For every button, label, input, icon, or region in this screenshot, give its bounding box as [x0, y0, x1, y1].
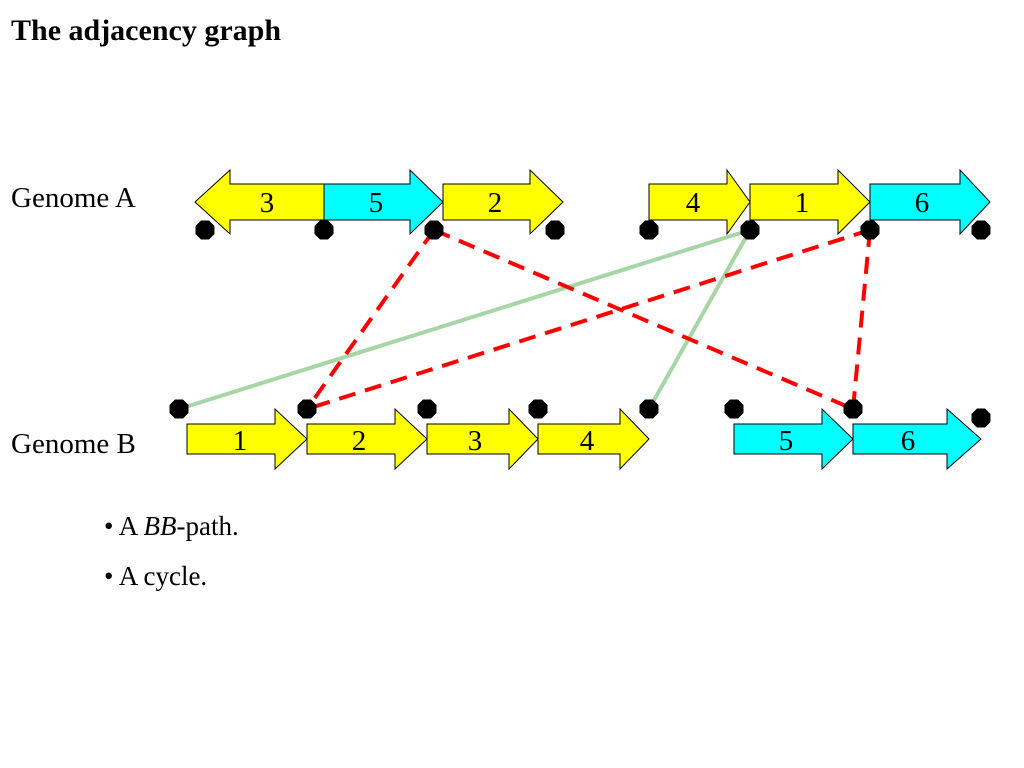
genome-a-label: Genome A	[11, 182, 136, 214]
vertex-dot	[971, 220, 991, 240]
genome-a-gene-6: 6	[869, 168, 991, 236]
genome-b-gene-1: 1	[186, 407, 308, 471]
vertex-dot	[314, 220, 334, 240]
bullet-text: • A cycle.	[104, 561, 208, 591]
gene-number: 1	[795, 187, 810, 219]
vertex-dot	[545, 220, 565, 240]
gene-arrow	[648, 168, 751, 236]
gene-number: 5	[779, 425, 794, 457]
genome-b-gene-5: 5	[733, 407, 854, 471]
bullet-text: -path.	[176, 511, 239, 541]
vertex-dot	[639, 220, 659, 240]
bb-path-edge	[178, 228, 751, 411]
gene-arrow	[733, 407, 854, 471]
vertex-dot	[297, 399, 317, 419]
gene-arrow	[852, 407, 982, 471]
cycle-edges	[305, 228, 872, 411]
gene-arrow	[869, 168, 991, 236]
vertex-dot	[528, 399, 548, 419]
gene-arrow	[426, 407, 539, 471]
gene-number: 2	[488, 187, 503, 219]
vertex-dot	[971, 408, 991, 428]
genome-a-gene-5: 5	[323, 168, 444, 236]
cycle-edge	[305, 228, 436, 411]
gene-arrow	[323, 168, 444, 236]
bb-path-edge	[647, 229, 752, 410]
genome-b-label: Genome B	[11, 428, 136, 460]
genome-b-gene-3: 3	[426, 407, 539, 471]
cycle-edge	[851, 229, 872, 410]
gene-number: 5	[369, 187, 384, 219]
vertex-dot	[195, 220, 215, 240]
bullet-cycle: • A cycle.	[104, 560, 239, 610]
gene-arrow	[442, 168, 564, 236]
gene-number: 4	[580, 425, 595, 457]
genome-b-vertices	[169, 399, 991, 428]
vertex-dot	[639, 399, 659, 419]
bullet-bb-path: • A BB-path.	[104, 510, 239, 560]
genome-a-gene-1: 1	[749, 168, 871, 236]
gene-number: 2	[352, 425, 367, 457]
gene-number: 1	[233, 425, 248, 457]
gene-arrow	[749, 168, 871, 236]
vertex-dot	[724, 399, 744, 419]
vertex-dot	[843, 399, 863, 419]
vertex-dot	[740, 220, 760, 240]
gene-number: 3	[260, 187, 275, 219]
gene-number: 6	[915, 187, 930, 219]
genome-a-genes: 3 5 2 4 1 6	[194, 168, 991, 236]
bullet-text: • A	[104, 511, 144, 541]
vertex-dot	[860, 220, 880, 240]
genome-b-genes: 1 2 3 4 5 6	[186, 407, 982, 471]
bullet-list: • A BB-path. • A cycle.	[104, 510, 239, 610]
genome-b-gene-6: 6	[852, 407, 982, 471]
vertex-dot	[417, 399, 437, 419]
vertex-dot	[424, 220, 444, 240]
vertex-dot	[169, 399, 189, 419]
gene-arrow	[537, 407, 650, 471]
bb-path-edges	[178, 228, 752, 411]
genome-b-gene-2: 2	[306, 407, 428, 471]
genome-a-gene-3: 3	[194, 168, 325, 236]
cycle-edge	[433, 228, 854, 411]
genome-a-vertices	[195, 220, 991, 240]
genome-b-gene-4: 4	[537, 407, 650, 471]
cycle-edge	[306, 228, 871, 411]
slide-title: The adjacency graph	[11, 14, 281, 47]
genome-a-gene-2: 2	[442, 168, 564, 236]
gene-number: 6	[901, 425, 916, 457]
gene-number: 4	[686, 187, 701, 219]
gene-arrow	[306, 407, 428, 471]
gene-number: 3	[468, 425, 483, 457]
gene-arrow	[186, 407, 308, 471]
genome-a-gene-4: 4	[648, 168, 751, 236]
bullet-emphasis: BB	[143, 511, 177, 541]
